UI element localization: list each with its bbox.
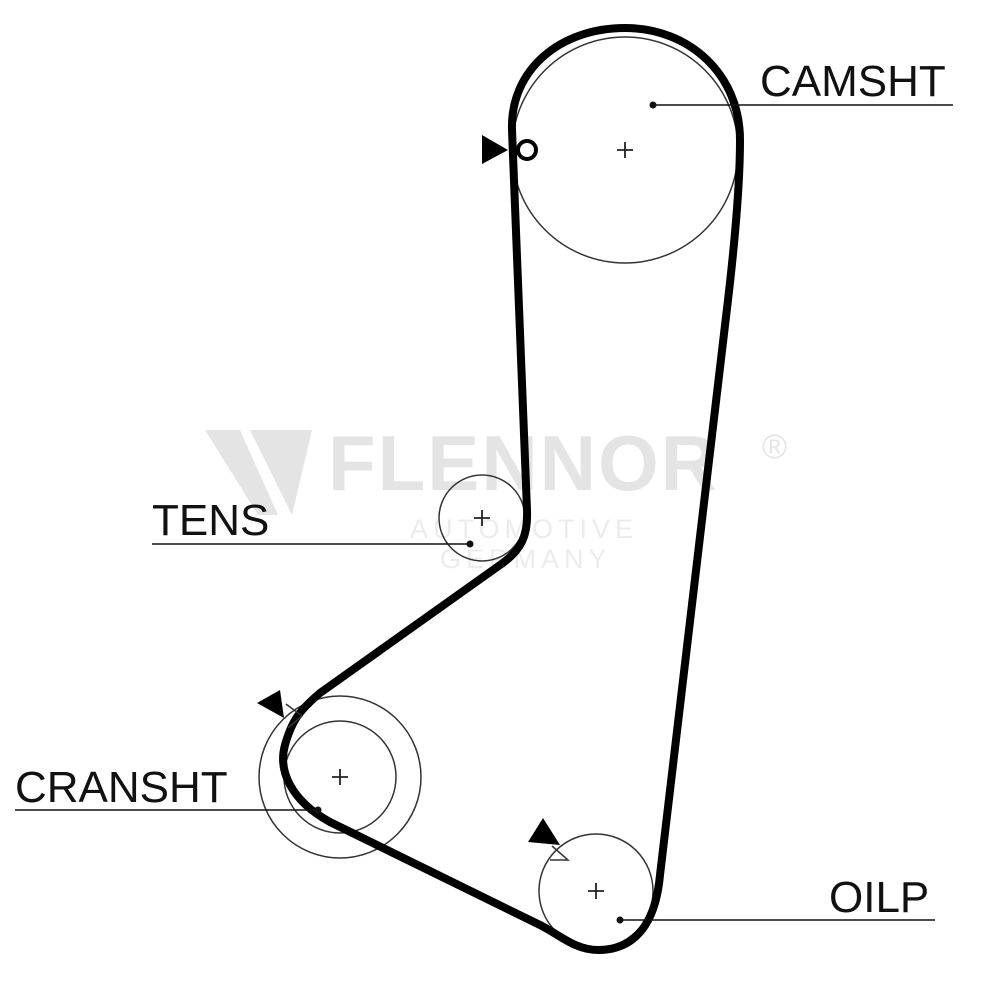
center-cross-icon [332, 769, 348, 785]
camshaft-label: CAMSHT [760, 57, 946, 106]
oil-pump-timing-mark [528, 818, 570, 861]
watermark-logo-icon [205, 430, 312, 515]
camshaft-pulley [511, 36, 739, 264]
watermark-registered: ® [762, 428, 787, 466]
timing-belt [279, 24, 744, 954]
center-cross-icon [617, 142, 633, 158]
open-triangle-icon [285, 703, 304, 729]
ring-marker-icon [516, 139, 538, 161]
camshaft-timing-mark [482, 135, 538, 164]
center-cross-icon [588, 883, 604, 899]
crankshaft-timing-mark [257, 690, 304, 729]
watermark-line2: GERMANY [440, 544, 612, 574]
open-triangle-icon [550, 845, 570, 861]
crankshaft-label: CRANSHT [15, 763, 228, 812]
leader-lines [15, 101, 953, 924]
triangle-marker-icon [257, 690, 284, 718]
triangle-marker-icon [482, 135, 508, 164]
tensioner-label: TENS [152, 496, 269, 545]
center-cross-icon [474, 510, 490, 526]
oil-pump-label: OILP [829, 873, 929, 922]
triangle-marker-icon [528, 818, 560, 845]
